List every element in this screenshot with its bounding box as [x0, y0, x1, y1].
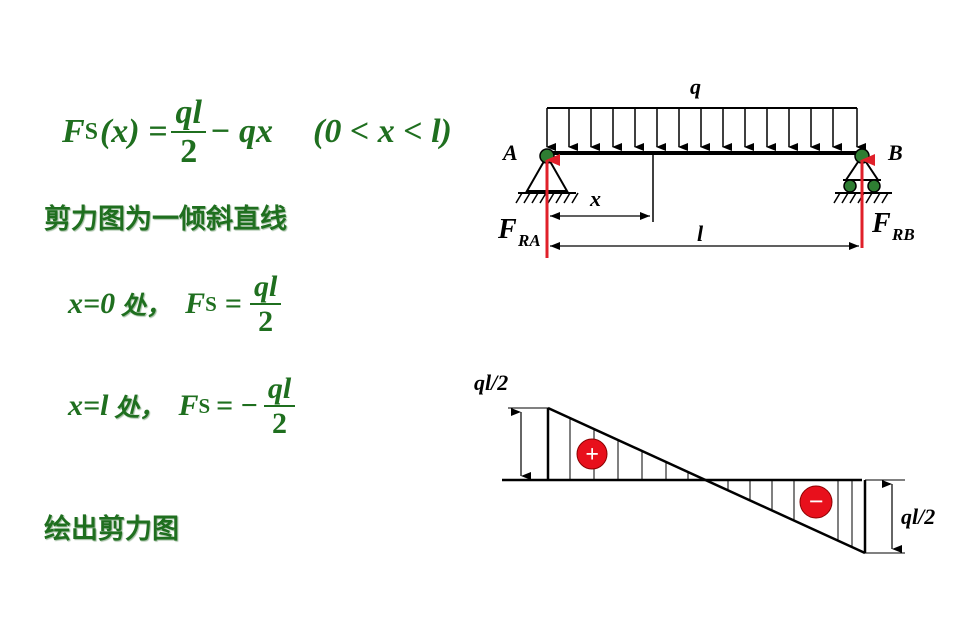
right-value-label: ql/2 — [901, 504, 935, 529]
case-xl-condition: x=l — [68, 389, 109, 422]
label-q: q — [690, 74, 701, 99]
formula-F: F — [62, 113, 85, 151]
minus-sign: − — [808, 487, 824, 516]
case-x0-word: 处， — [121, 291, 172, 320]
case-xl: x=l 处， F S = − ql 2 — [68, 372, 296, 440]
case-xl-equals: = − — [216, 389, 258, 422]
label-b: B — [887, 140, 903, 165]
shear-slope-line — [547, 406, 866, 555]
shear-formula: F S (x) = ql 2 − qx (0 < x < l) — [62, 94, 452, 171]
shear-diagram: ql/2 ql/2 + − — [474, 370, 935, 555]
case-xl-subscript: S — [198, 393, 211, 418]
formula-fraction: ql 2 — [171, 94, 206, 171]
case-xl-word: 处， — [114, 393, 165, 422]
plus-sign: + — [585, 442, 599, 468]
label-x: x — [589, 186, 601, 211]
label-frb: F — [871, 208, 891, 239]
formula-argument: (x) = — [99, 113, 168, 151]
negative-hatching — [727, 480, 853, 547]
case-x0-F: F — [185, 287, 206, 320]
case-x0: x=0 处， F S = ql 2 — [68, 270, 282, 338]
case-xl-fraction: ql 2 — [263, 372, 296, 440]
case-xl-numerator: ql — [267, 372, 292, 405]
case-x0-denominator: 2 — [258, 305, 274, 338]
label-a: A — [501, 140, 518, 165]
label-fra: F — [497, 214, 517, 245]
formula-domain: (0 < x < l) — [313, 113, 452, 151]
formula-denominator: 2 — [180, 133, 198, 171]
case-x0-subscript: S — [205, 291, 217, 316]
formula-numerator: ql — [175, 94, 202, 131]
formula-subscript: S — [84, 118, 98, 145]
draw-shear-statement: 绘出剪力图 — [44, 514, 179, 545]
case-x0-numerator: ql — [253, 270, 278, 303]
incline-statement: 剪力图为一倾斜直线 — [44, 204, 287, 235]
plus-badge-icon: + — [576, 438, 608, 470]
case-x0-condition: x=0 — [68, 287, 116, 320]
case-xl-F: F — [178, 389, 199, 422]
minus-badge-icon: − — [799, 485, 833, 519]
case-x0-equals: = — [224, 287, 242, 320]
case-xl-bar — [263, 405, 296, 407]
formula-fraction-bar — [171, 131, 206, 134]
label-frb-subscript: RB — [891, 225, 915, 244]
left-value-label: ql/2 — [474, 370, 508, 395]
formula-tail: − qx — [209, 113, 274, 151]
case-x0-fraction: ql 2 — [249, 270, 282, 338]
case-xl-denominator: 2 — [272, 407, 288, 440]
label-fra-subscript: RA — [517, 231, 541, 250]
distributed-load-arrows — [546, 108, 866, 151]
case-x0-bar — [249, 303, 282, 305]
label-l: l — [697, 221, 704, 246]
